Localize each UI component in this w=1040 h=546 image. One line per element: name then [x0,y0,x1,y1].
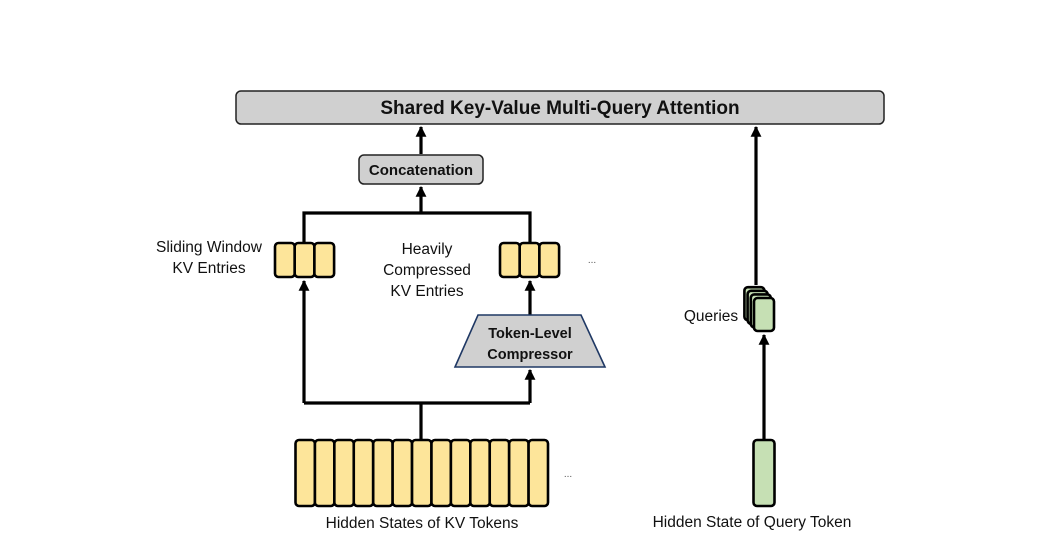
compressed-label-line2: Compressed [383,262,471,279]
sliding-window-entry [273,241,297,279]
kv-hidden-state [527,438,550,508]
kv-hidden-state [313,438,336,508]
kv-hidden-state [430,438,453,508]
kv-hidden-state [507,438,530,508]
compressor-label-line1: Token-Level [488,326,572,342]
compressed-ellipsis: ... [588,255,596,266]
kv-hidden-state [333,438,356,508]
attention-title: Shared Key-Value Multi-Query Attention [380,98,739,119]
kv-hidden-state [294,438,317,508]
query-token-label: Hidden State of Query Token [653,514,852,531]
kv-hidden-state [449,438,472,508]
top-branch-connector [302,211,532,242]
compressed-label-line1: Heavily [402,241,453,258]
sliding-window-kv-entries [273,241,336,279]
kv-hidden-state [371,438,394,508]
sliding-window-label-line1: Sliding Window [156,239,263,256]
kv-tokens-label: Hidden States of KV Tokens [326,515,519,532]
compressor-label-line2: Compressor [487,347,573,363]
compressed-kv-entries [498,241,561,279]
kv-hidden-state [469,438,492,508]
sliding-window-label-line2: KV Entries [172,260,245,277]
compressed-label-line3: KV Entries [390,283,463,300]
shared-kv-multi-query-attention-box: Shared Key-Value Multi-Query Attention [235,90,885,125]
kv-hidden-state [352,438,375,508]
kv-hidden-state [410,438,433,508]
concatenation-label: Concatenation [369,162,473,179]
kv-hidden-state [488,438,511,508]
compressed-kv-entry [518,241,541,279]
query-card [752,296,776,333]
sliding-window-entry [313,241,336,279]
compressed-kv-entry [498,241,522,279]
queries-label: Queries [684,308,739,325]
query-hidden-state [752,438,776,508]
concatenation-box: Concatenation [358,154,484,185]
token-level-compressor: Token-Level Compressor [453,314,607,368]
kv-tokens-ellipsis: ... [564,469,572,480]
sliding-window-entry [293,241,316,279]
kv-hidden-states [294,438,550,508]
compressed-kv-entry [538,241,561,279]
kv-hidden-state [391,438,414,508]
stacked-queries [743,285,776,333]
